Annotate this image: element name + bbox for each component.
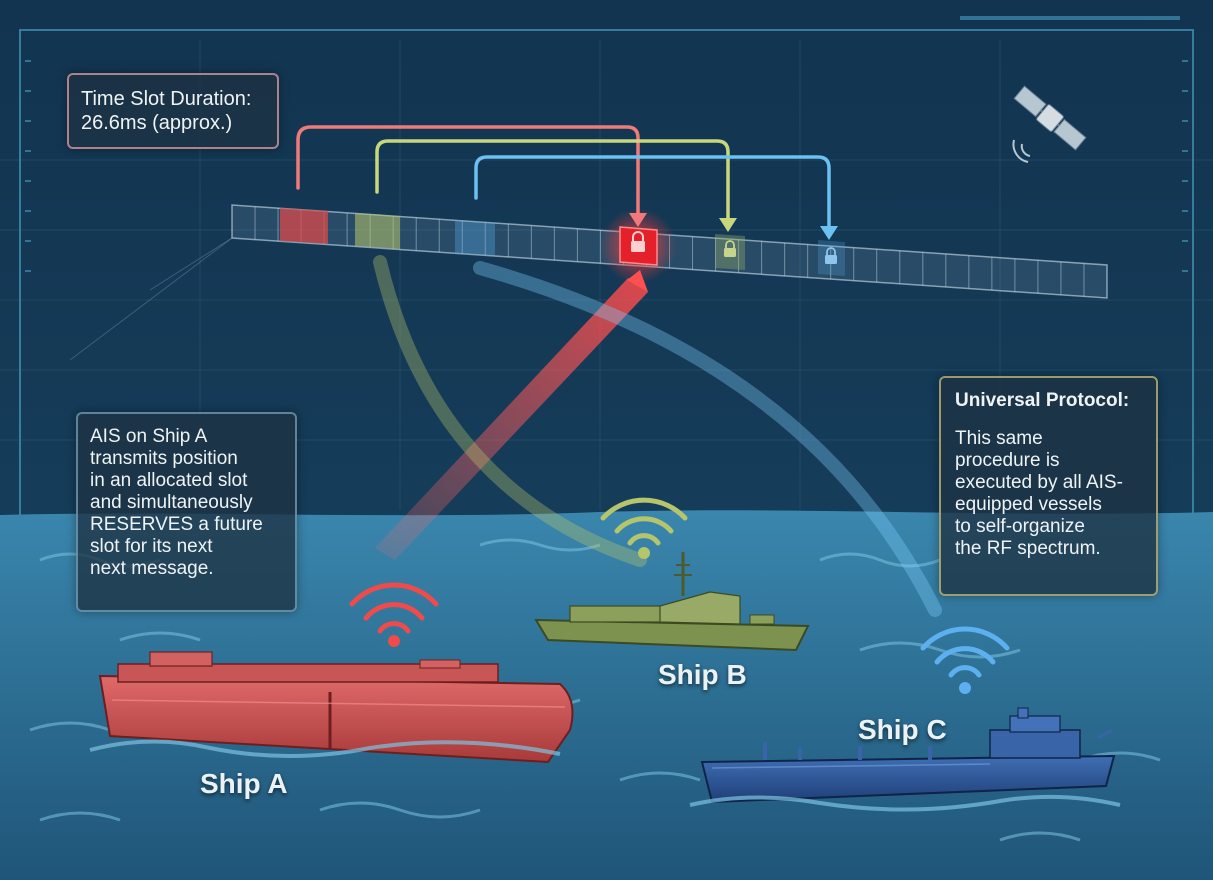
callout-title: Universal Protocol:	[955, 390, 1130, 411]
callout-line: Time Slot Duration:	[81, 88, 252, 110]
callout-line: RESERVES a future	[90, 514, 263, 535]
ship-a-explanation-callout: AIS on Ship A transmits position in an a…	[76, 412, 297, 612]
callout-line: equipped vessels	[955, 494, 1102, 515]
universal-protocol-callout: Universal Protocol: This same procedure …	[939, 376, 1158, 596]
satellite-signal-icon	[1012, 139, 1031, 163]
callout-line: executed by all AIS-	[955, 472, 1123, 493]
callout-line: 26.6ms (approx.)	[81, 112, 233, 134]
arrow-down-icon	[629, 213, 838, 240]
padlock-icon	[724, 240, 736, 257]
satellite-icon	[1013, 85, 1087, 151]
callout-line: slot for its next	[90, 536, 213, 557]
ship-b-label: Ship B	[658, 659, 747, 690]
beam-ship-c	[473, 261, 942, 617]
wifi-signal-icon	[600, 497, 688, 559]
slot-ship-b-current	[355, 213, 400, 249]
ship-a-vessel	[89, 651, 574, 764]
slot-ship-a-current	[280, 208, 328, 244]
perspective-lines	[69, 237, 233, 361]
beam-ship-a-arrowhead	[627, 270, 648, 292]
reservation-arrows	[296, 125, 831, 230]
callout-line: the RF spectrum.	[955, 538, 1101, 559]
callout-line: next message.	[90, 558, 214, 579]
arrow-ship-c	[474, 155, 831, 230]
callout-line: procedure is	[955, 450, 1060, 471]
arrow-ship-b	[375, 139, 730, 222]
wifi-signal-icon	[349, 582, 439, 647]
beam-ship-a	[375, 278, 648, 560]
callout-line: transmits position	[90, 448, 238, 469]
callout-line: This same	[955, 428, 1043, 449]
padlock-icon	[825, 247, 837, 264]
callout-line: and simultaneously	[90, 492, 253, 513]
padlock-icon	[631, 231, 645, 252]
beam-ship-b	[373, 255, 647, 567]
time-slot-duration-callout: Time Slot Duration: 26.6ms (approx.)	[67, 73, 279, 149]
wifi-signal-icon	[920, 626, 1010, 694]
arrow-ship-a	[296, 125, 640, 217]
callout-line: to self-organize	[955, 516, 1085, 537]
callout-line: in an allocated slot	[90, 470, 248, 491]
ship-b-vessel	[534, 552, 810, 652]
ship-c-vessel	[689, 707, 1121, 812]
ship-a-label: Ship A	[200, 768, 288, 799]
ship-c-label: Ship C	[858, 714, 947, 745]
callout-line: AIS on Ship A	[90, 426, 208, 447]
slot-ship-c-current	[455, 220, 495, 256]
